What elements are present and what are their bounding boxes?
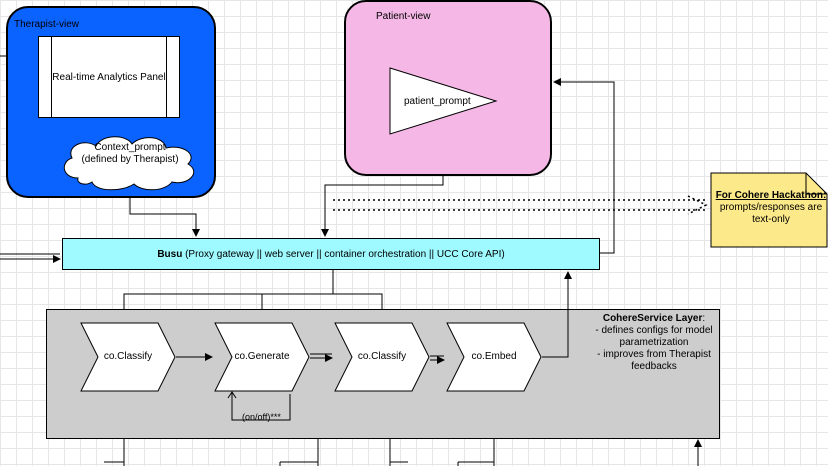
stage-shape-embed[interactable]: [446, 322, 542, 392]
busu-description: (Proxy gateway || web server || containe…: [182, 248, 505, 260]
service-layer-title-colon: :: [702, 313, 706, 324]
busu-gateway-bar[interactable]: Busu (Proxy gateway || web server || con…: [62, 238, 600, 270]
stage-shape-classify-1[interactable]: [80, 322, 176, 392]
context-to-busu-arrow: [129, 194, 200, 237]
generate-toggle-arrowhead: [227, 391, 237, 399]
analytics-panel[interactable]: Real-time Analytics Panel: [38, 36, 180, 118]
service-layer-line-1: - defines configs for model parametrizat…: [595, 325, 713, 348]
dotted-link-note: [333, 199, 706, 211]
dotted-arrow-head: [687, 195, 708, 215]
stage-shape-generate[interactable]: [214, 322, 310, 392]
note-title: For Cohere Hackathon:: [715, 190, 827, 201]
busu-to-classify-arrow: [120, 270, 334, 323]
patient-view-title: Patient-view: [376, 11, 431, 22]
patient-prompt-label: patient_prompt: [404, 96, 471, 107]
stage-label-classify-1: co.Classify: [103, 351, 153, 362]
busu-name: Busu: [157, 248, 183, 260]
analytics-panel-label: Real-time Analytics Panel: [52, 71, 166, 83]
service-layer-title: CohereService Layer: [602, 313, 703, 324]
service-layer-description: CohereService Layer: - defines configs f…: [588, 313, 720, 373]
patient-prompt-triangle[interactable]: [388, 66, 498, 136]
context-prompt-line-1: Context_prompt (defined by Therapist): [81, 142, 179, 165]
context-prompt-cloud-shape: [63, 136, 195, 191]
embed-to-busu-arrow: [542, 271, 572, 358]
hackathon-note: For Cohere Hackathon: prompts/responses …: [712, 190, 828, 226]
context-prompt-label[interactable]: Context_prompt (defined by Therapist): [60, 142, 200, 176]
service-layer-line-2: - improves from Therapist feedbacks: [597, 349, 711, 372]
note-body: prompts/responses are text-only: [719, 202, 823, 225]
stage-label-classify-2: co.Classify: [357, 351, 407, 362]
stage-label-embed: co.Embed: [471, 351, 517, 362]
hackathon-note-shape: [710, 172, 828, 248]
stage-label-generate: co.Generate: [234, 351, 290, 362]
therapist-view-title: Therapist-view: [14, 19, 80, 30]
stage-shape-classify-2[interactable]: [334, 322, 430, 392]
generate-toggle-loop: [231, 392, 291, 421]
busu-to-patient-arrow: [553, 78, 615, 254]
generate-toggle-label[interactable]: (on/off)***: [242, 412, 281, 422]
